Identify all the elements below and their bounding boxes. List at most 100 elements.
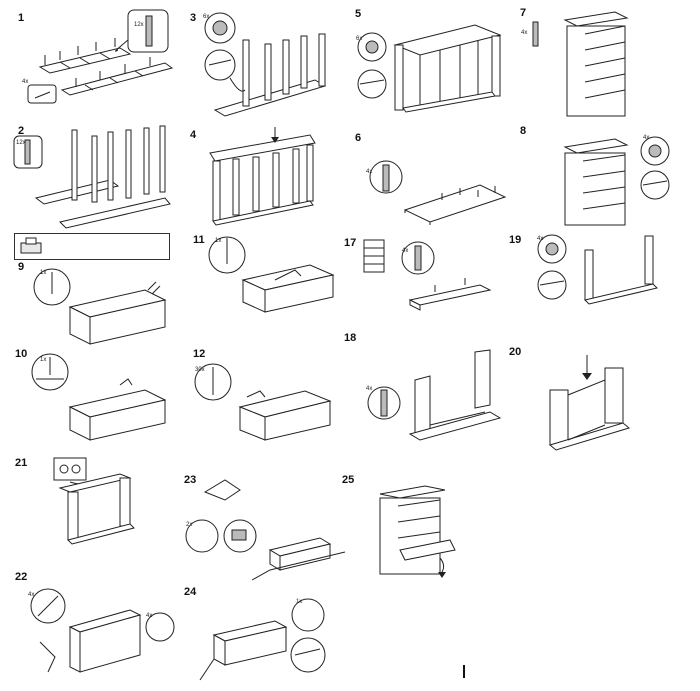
step-1: 1 12x 4x [0, 0, 180, 120]
step-count: 4x [366, 169, 372, 175]
svg-text:4x: 4x [146, 613, 152, 619]
step-19: 19 4x [505, 230, 700, 310]
step-8-illustration: 4x [515, 135, 700, 230]
step-number: 7 [520, 7, 527, 19]
step-22: 22 4x 4x [0, 572, 180, 691]
step-count: 12x [16, 140, 26, 146]
step-number: 23 [184, 474, 197, 486]
step-3: 3 6x [185, 0, 345, 125]
step-21-illustration [0, 450, 180, 570]
cam-lock-icon [649, 145, 661, 157]
step-24: 24 1x [180, 585, 350, 691]
step-4-illustration [185, 125, 345, 230]
step-1-illustration: 12x 4x [22, 0, 180, 120]
info-box [14, 233, 170, 260]
step-number: 3 [190, 12, 197, 24]
step-count: 4x [402, 248, 408, 254]
step-20: 20 [505, 340, 700, 455]
step-23-illustration: 2x [180, 470, 350, 585]
step-21: 21 [0, 450, 180, 570]
step-24-illustration: 1x [180, 585, 350, 691]
screw-icon [38, 596, 58, 616]
step-9: 9 1x [0, 262, 180, 347]
svg-text:4x: 4x [22, 79, 28, 85]
step-9-illustration: 1x [0, 262, 180, 347]
step-number: 8 [520, 125, 527, 137]
dowel-icon [415, 246, 421, 270]
step-number: 5 [355, 8, 362, 20]
step-count: 6x [356, 36, 362, 42]
step-25-illustration [340, 470, 500, 578]
step-18-illustration: 4x [366, 330, 510, 450]
step-12: 12 30x [185, 345, 345, 445]
step-count: 1x [296, 599, 302, 605]
step-count: 4x [521, 30, 527, 36]
step-count: 4x [537, 236, 543, 242]
warning-icon [15, 234, 55, 259]
dowel-icon [146, 16, 152, 46]
step-10: 10 1x [0, 345, 180, 445]
step-number: 17 [344, 237, 357, 249]
step-12-illustration: 30x [185, 345, 345, 445]
step-10-illustration: 1x [0, 345, 180, 445]
step-17-illustration: 4x [340, 230, 500, 330]
step-7: 7 4x [515, 0, 700, 125]
step-count: 12x [134, 22, 144, 28]
cam-lock-icon [366, 41, 378, 53]
step-5: 5 6x [350, 0, 510, 125]
dowel-icon [383, 165, 389, 191]
step-count: 4x [366, 386, 372, 392]
step-number: 9 [18, 261, 25, 273]
step-11: 11 1x [185, 230, 345, 340]
step-19-illustration: 4x [537, 230, 700, 310]
step-count: 6x [203, 14, 209, 20]
step-18: 18 4x [340, 330, 510, 450]
step-2: 2 12x [0, 120, 180, 230]
step-number: 1 [18, 12, 25, 24]
dowel-icon [533, 22, 538, 46]
cam-lock-icon [213, 21, 227, 35]
step-11-illustration: 1x [185, 230, 345, 340]
step-number: 11 [193, 234, 205, 246]
dowel-icon [381, 390, 387, 416]
step-8: 8 4x [515, 125, 700, 230]
step-number: 24 [184, 586, 197, 598]
step-number: 12 [193, 348, 206, 360]
step-count: 4x [28, 592, 34, 598]
step-20-illustration [505, 340, 700, 455]
step-number: 2 [18, 125, 25, 137]
step-number: 22 [15, 571, 28, 583]
step-3-illustration: 6x [203, 0, 345, 125]
step-2-illustration: 12x [0, 120, 180, 230]
step-6: 6 4x [350, 125, 510, 230]
step-number: 21 [15, 457, 28, 469]
step-5-illustration: 6x [356, 0, 510, 125]
step-count: 4x [643, 135, 649, 141]
step-23: 23 2x [180, 470, 350, 585]
screwdriver-icon [40, 642, 55, 672]
step-4: 4 [185, 125, 345, 230]
text-cursor [463, 665, 465, 678]
nail-icon [275, 270, 301, 280]
drawer-runner-icon [205, 480, 240, 500]
step-count: 1x [40, 357, 46, 363]
step-7-illustration: 4x [521, 0, 700, 125]
step-number: 18 [344, 332, 357, 344]
step-number: 4 [190, 129, 197, 141]
step-25: 25 [340, 470, 500, 585]
step-6-illustration: 4x [366, 125, 510, 230]
step-count: 1x [215, 238, 221, 244]
step-count: 30x [195, 367, 205, 373]
step-number: 10 [15, 348, 28, 360]
hammer-icon [120, 379, 132, 385]
step-22-illustration: 4x 4x [28, 572, 180, 691]
step-number: 6 [355, 132, 362, 144]
step-17: 17 4x [340, 230, 500, 330]
dowel-icon [25, 140, 30, 164]
step-count: 2x [186, 522, 192, 528]
step-number: 20 [509, 346, 522, 358]
cam-lock-icon [546, 243, 558, 255]
step-number: 19 [509, 234, 522, 246]
hammer-icon [247, 391, 265, 397]
step-count: 1x [40, 270, 46, 276]
